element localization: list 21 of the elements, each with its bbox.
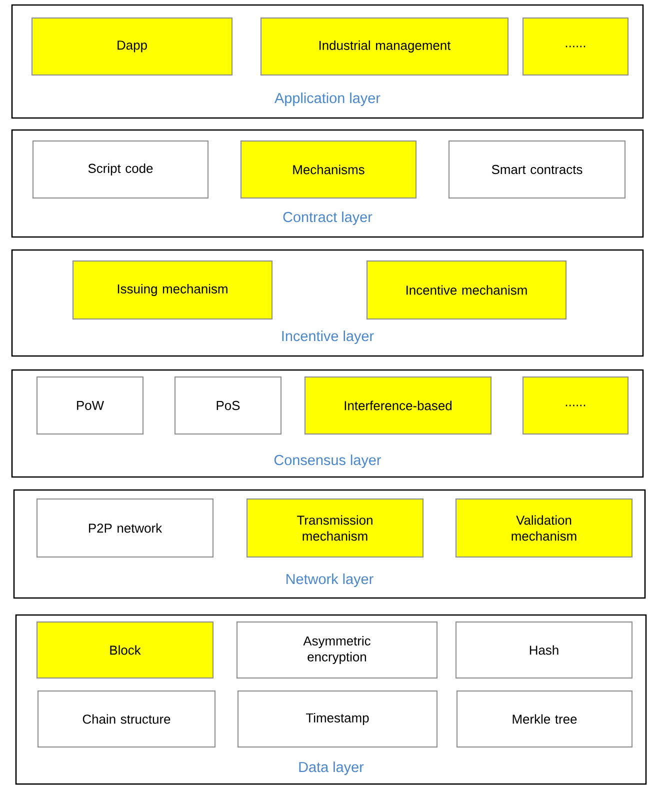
component-box: PoW xyxy=(36,376,144,434)
component-box: Asymmetric encryption xyxy=(236,622,438,678)
component-box: Dapp xyxy=(32,18,232,76)
component-box: ...... xyxy=(522,376,628,434)
component-box: Validation mechanism xyxy=(456,498,632,558)
component-box: PoS xyxy=(174,376,282,434)
component-box: Industrial management xyxy=(260,18,508,76)
component-box: Mechanisms xyxy=(240,140,416,198)
component-box: Script code xyxy=(32,140,208,198)
component-box: Merkle tree xyxy=(456,690,632,748)
component-box: Chain structure xyxy=(38,690,216,748)
component-box: Issuing mechanism xyxy=(72,260,272,320)
component-box: Transmission mechanism xyxy=(246,498,424,558)
component-box: P2P network xyxy=(36,498,214,558)
component-box: Incentive mechanism xyxy=(366,260,566,320)
component-box: Block xyxy=(36,622,214,678)
component-box: Smart contracts xyxy=(448,140,626,198)
component-box: ...... xyxy=(522,18,628,76)
component-box: Hash xyxy=(456,622,632,678)
component-box: Interference-based xyxy=(304,376,492,434)
component-box: Timestamp xyxy=(238,690,438,748)
